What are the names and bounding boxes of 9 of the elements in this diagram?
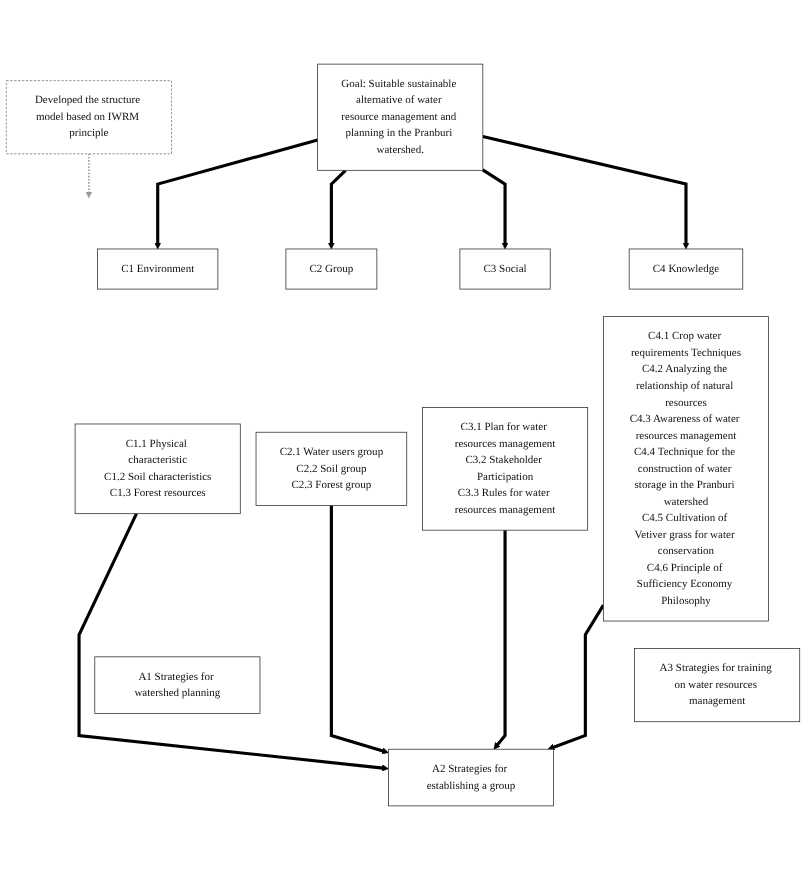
arrow xyxy=(482,135,690,250)
arrow xyxy=(493,530,507,750)
arrow xyxy=(329,505,389,755)
arrow xyxy=(481,168,509,250)
arrow xyxy=(85,153,93,199)
arrow xyxy=(154,138,319,250)
arrow xyxy=(77,513,389,772)
arrow xyxy=(547,604,605,751)
arrow xyxy=(327,169,347,250)
